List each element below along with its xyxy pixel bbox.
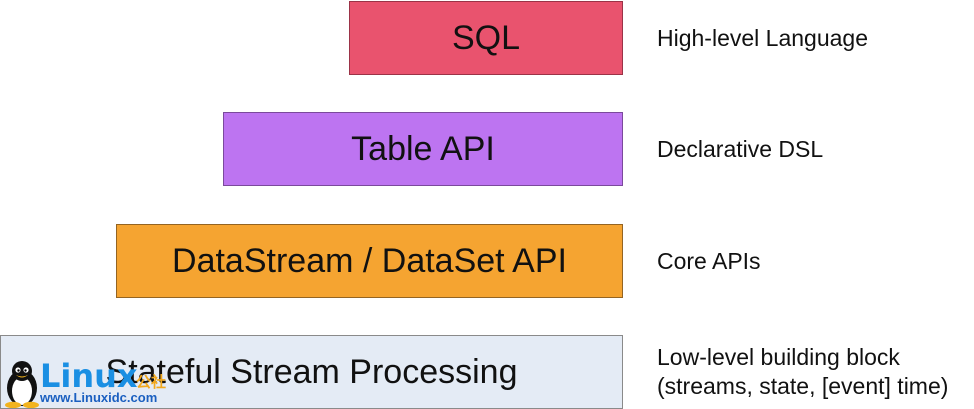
- description-line: (streams, state, [event] time): [657, 373, 949, 399]
- layer-box-stateful-stream-processing: Stateful Stream Processing: [0, 335, 623, 409]
- layer-box-table-api: Table API: [223, 112, 623, 186]
- watermark-brand: Linux: [40, 357, 138, 395]
- penguin-icon: [5, 361, 39, 408]
- layer-label-table-api: Table API: [351, 129, 495, 168]
- watermark-url: www.Linuxidc.com: [40, 390, 158, 405]
- description-line: High-level Language: [657, 25, 868, 51]
- layer-label-sql: SQL: [451, 18, 521, 57]
- layer-description-sql: High-level Language: [657, 24, 868, 53]
- layer-box-sql: SQL: [349, 1, 623, 75]
- layer-box-datastream-api: DataStream / DataSet API: [116, 224, 623, 298]
- layer-label-stateful-stream-processing: Stateful Stream Processing: [105, 352, 518, 391]
- layer-description-table-api: Declarative DSL: [657, 135, 823, 164]
- description-line: Low-level building block: [657, 344, 900, 370]
- layer-label-datastream-api: DataStream / DataSet API: [172, 241, 567, 280]
- watermark-brand-cn: 公社: [136, 373, 167, 391]
- layer-description-datastream-api: Core APIs: [657, 247, 761, 276]
- description-line: Core APIs: [657, 248, 761, 274]
- layer-description-stateful-stream-processing: Low-level building block (streams, state…: [657, 343, 948, 401]
- watermark-logo: Linux 公社 www.Linuxidc.com: [2, 358, 182, 408]
- description-line: Declarative DSL: [657, 136, 824, 162]
